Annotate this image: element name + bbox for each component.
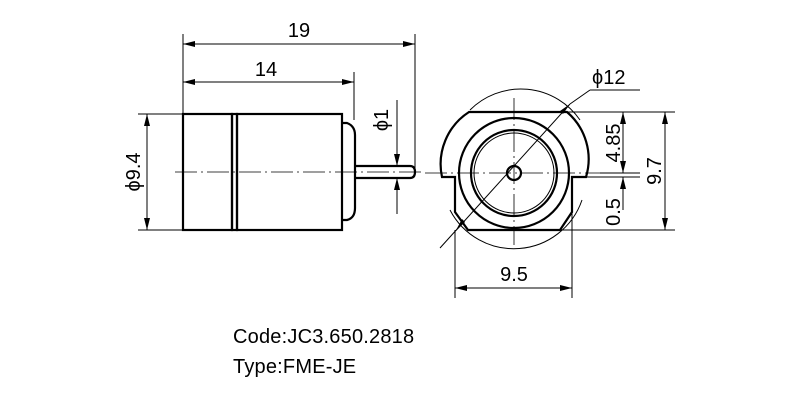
- dim-9-5: 9.5: [500, 264, 528, 286]
- main-body: [235, 112, 344, 232]
- dim-19: 19: [288, 20, 310, 42]
- inner-ring-detail: [473, 132, 555, 214]
- flange-body: [439, 110, 590, 232]
- code-label: Code:JC3.650.2818: [233, 326, 415, 348]
- inner-ring: [469, 128, 559, 218]
- outer-arc-top: [469, 88, 581, 121]
- dim-12: ϕ12: [592, 67, 625, 89]
- front-view-dimensions: 4.85 0.5 9.7 9.5 ϕ12: [439, 67, 675, 298]
- front-cap: [342, 121, 357, 222]
- dim-0-5: 0.5: [603, 198, 625, 226]
- dim-9-7: 9.7: [644, 157, 666, 185]
- dim-4-85: 4.85: [603, 124, 625, 163]
- type-label: Type:FME-JE: [233, 356, 357, 378]
- front-view: [425, 88, 605, 250]
- dim-1: ϕ1: [371, 109, 393, 131]
- dim-9-4: ϕ9.4: [123, 152, 145, 191]
- dim-14: 14: [255, 59, 277, 81]
- outer-ring: [457, 116, 571, 230]
- side-view-dimensions: 19 14 ϕ9.4 ϕ1: [123, 20, 416, 231]
- outer-arc-bottom: [449, 199, 583, 250]
